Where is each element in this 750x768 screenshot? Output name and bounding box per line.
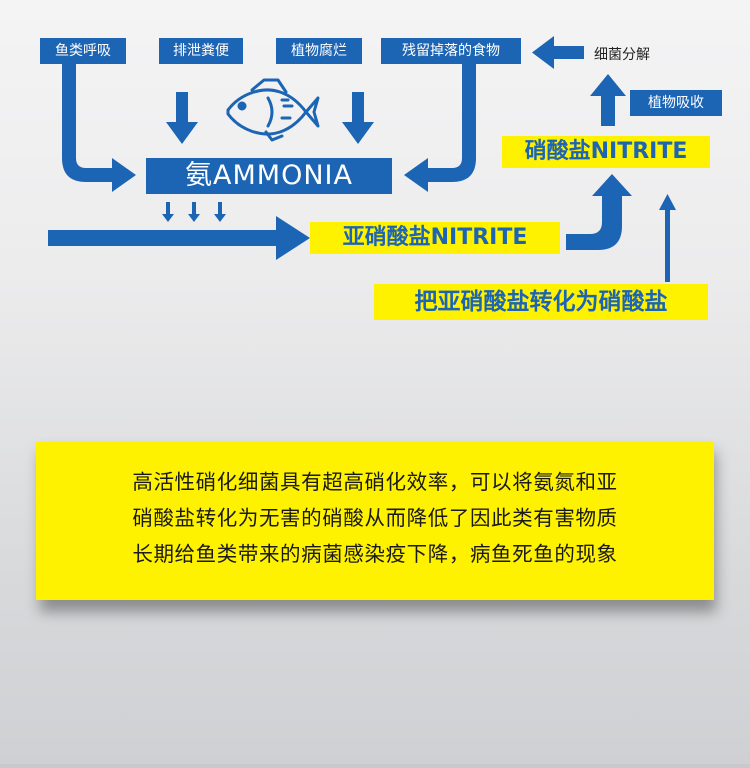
info-line-2: 硝酸盐转化为无害的硝酸从而降低了因此类有害物质 bbox=[132, 506, 618, 530]
small-arrows-under-ammonia bbox=[162, 202, 226, 222]
arrow-respiration-to-ammonia bbox=[62, 64, 136, 192]
arrow-decay-down bbox=[342, 92, 374, 144]
info-line-3: 长期给鱼类带来的病菌感染疫下降，病鱼死鱼的现象 bbox=[132, 542, 618, 566]
info-line-1: 高活性硝化细菌具有超高硝化效率，可以将氨氮和亚 bbox=[132, 470, 618, 494]
source-plant-decay: 植物腐烂 bbox=[276, 38, 362, 64]
info-panel: 高活性硝化细菌具有超高硝化效率，可以将氨氮和亚 硝酸盐转化为无害的硝酸从而降低了… bbox=[36, 442, 714, 600]
source-respiration: 鱼类呼吸 bbox=[40, 38, 126, 64]
flow-arrows bbox=[48, 36, 676, 282]
arrow-nitrite-to-nitrate bbox=[566, 174, 632, 250]
arrow-nitrate-up bbox=[590, 74, 626, 126]
arrow-decompose-left bbox=[532, 36, 584, 69]
info-text: 高活性硝化细菌具有超高硝化效率，可以将氨氮和亚 硝酸盐转化为无害的硝酸从而降低了… bbox=[36, 464, 714, 572]
plant-absorb-label: 植物吸收 bbox=[630, 90, 722, 116]
nitrite-box: 亚硝酸盐NITRITE bbox=[310, 222, 560, 254]
source-leftover-food: 残留掉落的食物 bbox=[381, 38, 521, 64]
ammonia-box: 氨AMMONIA bbox=[146, 158, 392, 194]
arrow-conversion-up bbox=[659, 194, 676, 282]
nitrate-box: 硝酸盐NITRITE bbox=[502, 136, 710, 168]
conversion-box: 把亚硝酸盐转化为硝酸盐 bbox=[374, 284, 708, 320]
arrow-to-nitrite bbox=[48, 216, 310, 260]
arrow-food-to-ammonia bbox=[404, 64, 476, 192]
source-excretion: 排泄粪便 bbox=[159, 38, 243, 64]
arrow-excretion-down bbox=[166, 92, 198, 144]
bottom-divider bbox=[0, 764, 750, 768]
fish-icon bbox=[226, 78, 320, 142]
bacteria-decompose-label: 细菌分解 bbox=[594, 47, 650, 63]
